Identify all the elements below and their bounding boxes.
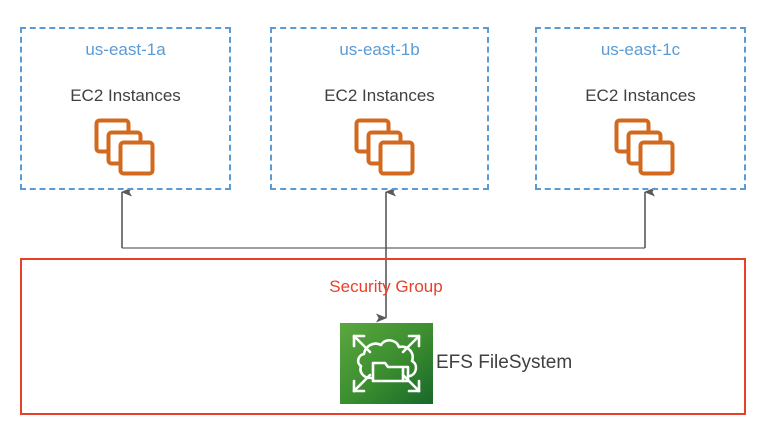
ec2-instances-label-us-east-1a: EC2 Instances (70, 86, 181, 105)
efs-filesystem-label: EFS FileSystem (436, 352, 573, 373)
ec2-instances-icon[interactable] (354, 118, 416, 176)
ec2-instances-icon[interactable] (614, 118, 676, 176)
availability-zone-label-us-east-1c: us-east-1c (600, 40, 681, 59)
efs-filesystem-icon[interactable] (340, 323, 433, 404)
availability-zone-label-us-east-1a: us-east-1a (85, 40, 166, 59)
ec2-instances-label-us-east-1b: EC2 Instances (324, 86, 435, 105)
ec2-instances-label-us-east-1c: EC2 Instances (585, 86, 696, 105)
security-group-label: Security Group (329, 277, 443, 296)
ec2-instances-icon[interactable] (94, 118, 156, 176)
availability-zone-box-us-east-1c[interactable] (535, 27, 746, 190)
availability-zone-label-us-east-1b: us-east-1b (339, 40, 420, 59)
